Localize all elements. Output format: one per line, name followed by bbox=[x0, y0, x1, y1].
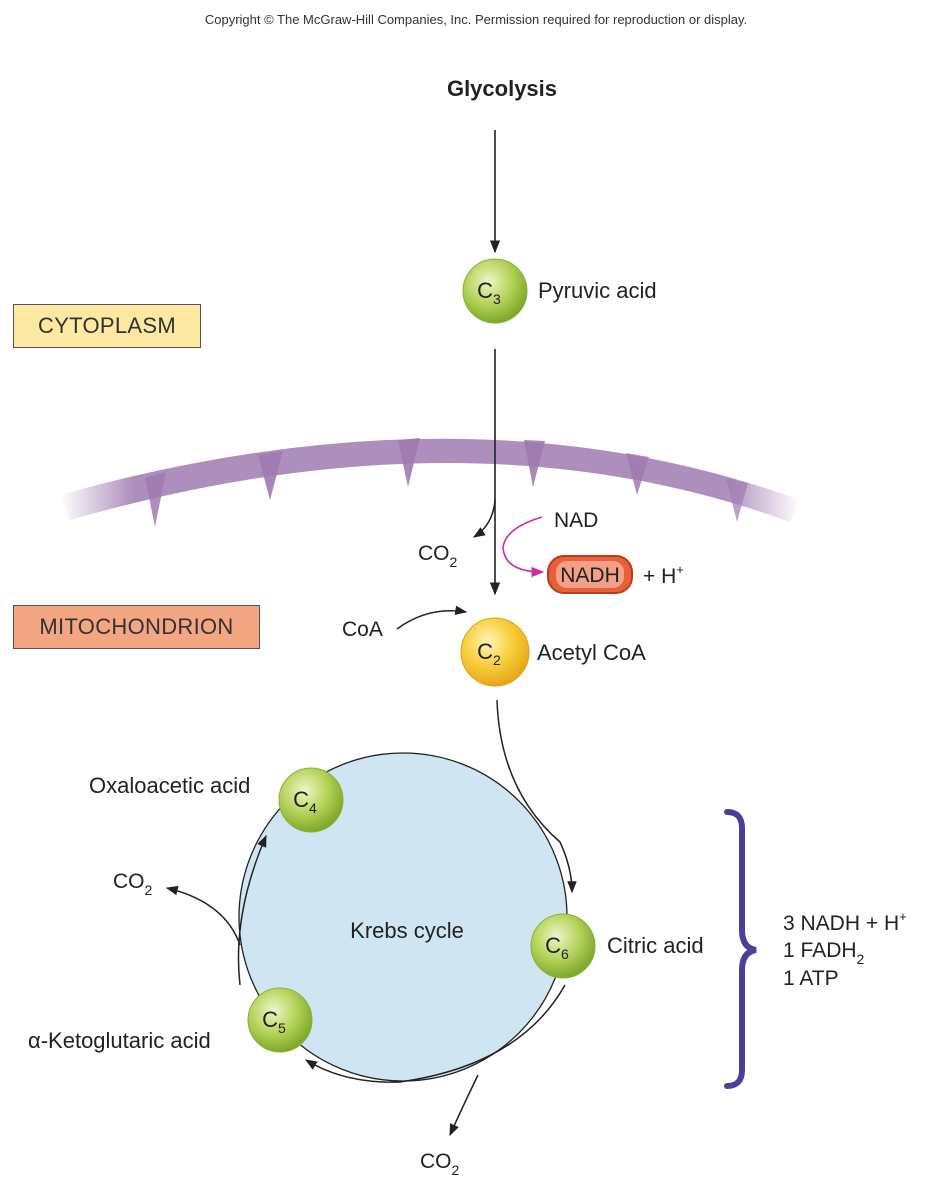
krebs-cycle-label: Krebs cycle bbox=[350, 918, 464, 943]
nad-label: NAD bbox=[554, 509, 598, 532]
ketoglutaric-acid-node: C5 bbox=[247, 987, 313, 1053]
pyruvic-acid-node: C3 bbox=[462, 258, 528, 324]
co2-release-arrow-3 bbox=[449, 1074, 479, 1137]
acetyl-coa-label: Acetyl CoA bbox=[537, 640, 646, 665]
ketoglutaric-to-oxaloacetic-arrow bbox=[237, 834, 267, 986]
co2-release-arrow-1 bbox=[472, 499, 496, 538]
coa-arrow bbox=[396, 605, 468, 630]
svg-text:C5: C5 bbox=[262, 1007, 286, 1036]
c3-base: C bbox=[477, 278, 493, 303]
svg-text:C6: C6 bbox=[545, 933, 569, 962]
co2-label-2: CO2 bbox=[113, 870, 153, 898]
nadh-badge: NADH bbox=[547, 555, 633, 594]
yield-bracket bbox=[724, 809, 757, 1089]
co2-label-3: CO2 bbox=[420, 1150, 460, 1178]
oxaloacetic-acid-node: C4 bbox=[278, 767, 344, 833]
copyright-notice: Copyright © The McGraw-Hill Companies, I… bbox=[204, 12, 748, 27]
citric-acid-node: C6 bbox=[530, 913, 596, 979]
cytoplasm-label: CYTOPLASM bbox=[13, 304, 201, 348]
plus-h-label: + H+ bbox=[643, 562, 684, 588]
yield-nadh: 3 NADH + H+ bbox=[783, 909, 907, 935]
yield-atp: 1 ATP bbox=[783, 967, 839, 990]
glycolysis-title: Glycolysis bbox=[447, 76, 557, 101]
svg-text:C4: C4 bbox=[293, 787, 317, 816]
svg-text:C3: C3 bbox=[477, 278, 501, 307]
citric-acid-label: Citric acid bbox=[607, 933, 704, 958]
svg-text:C2: C2 bbox=[477, 639, 501, 668]
mitochondrion-label: MITOCHONDRION bbox=[13, 605, 260, 649]
pyruvic-acid-label: Pyruvic acid bbox=[538, 278, 657, 303]
nad-reduction-arrow bbox=[502, 516, 545, 578]
co2-release-arrow-2 bbox=[165, 885, 241, 946]
citric-to-ketoglutaric-arrow bbox=[304, 984, 566, 1083]
coa-label: CoA bbox=[342, 618, 383, 641]
acetyl-coa-node: C2 bbox=[460, 617, 530, 687]
mitochondrial-membrane bbox=[60, 438, 800, 527]
co2-label-1: CO2 bbox=[418, 542, 458, 570]
c3-sub: 3 bbox=[493, 291, 501, 307]
oxaloacetic-acid-label: Oxaloacetic acid bbox=[89, 773, 250, 798]
nadh-label: NADH bbox=[560, 564, 620, 587]
yield-fadh2: 1 FADH2 bbox=[783, 939, 865, 967]
ketoglutaric-acid-label: α-Ketoglutaric acid bbox=[28, 1028, 211, 1053]
acetyl-to-citric-arrow bbox=[496, 699, 577, 894]
